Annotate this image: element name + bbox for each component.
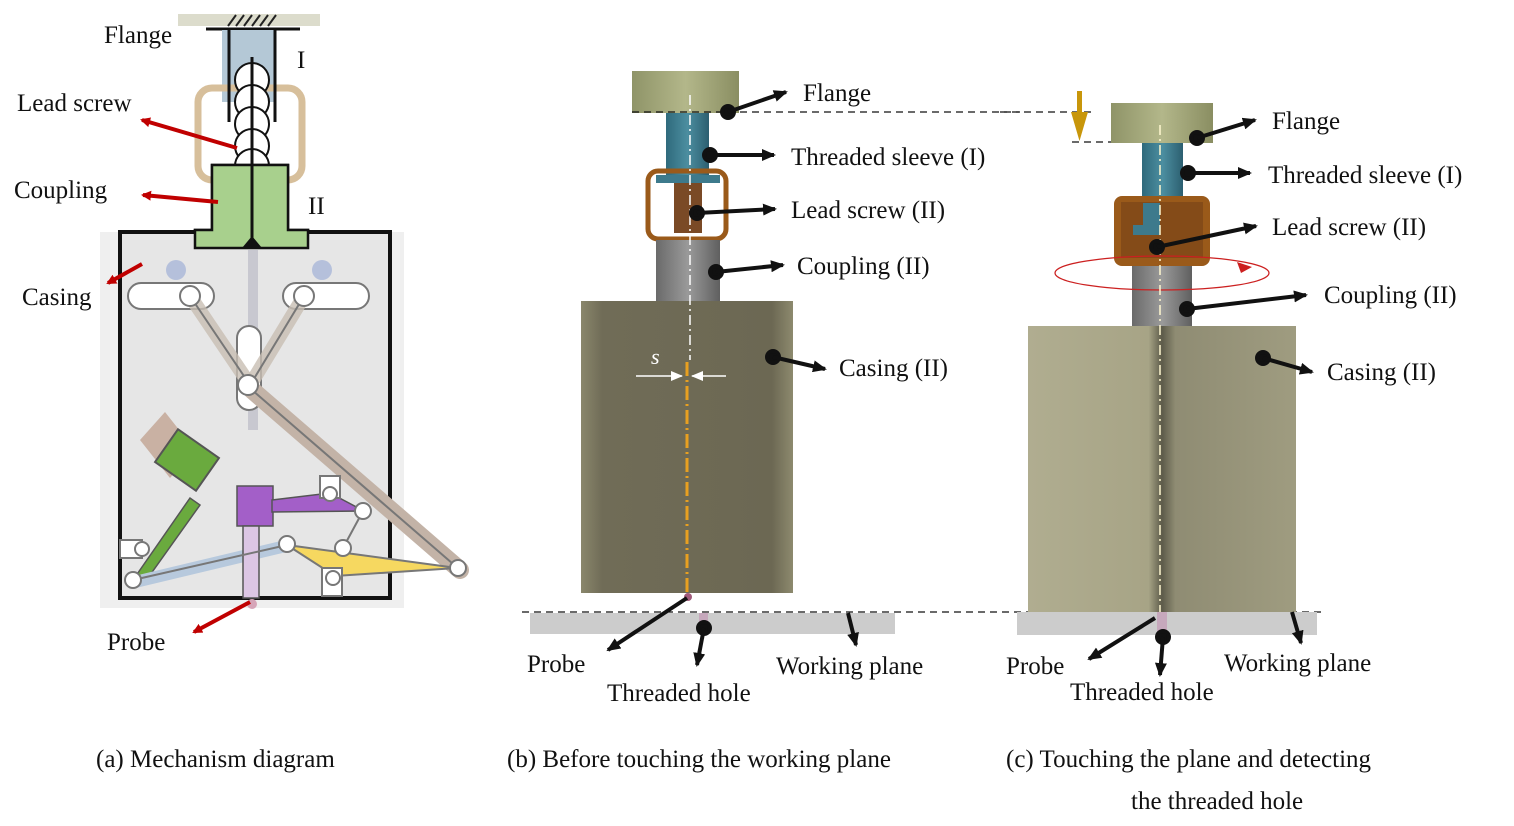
working-plane-b (530, 613, 895, 634)
ground-hatch-icon (227, 14, 277, 27)
flange-body (632, 71, 739, 113)
label-threaded-sleeve-b: Threaded sleeve (I) (791, 144, 985, 171)
pointer-arrows-c (1087, 117, 1314, 677)
label-flange: Flange (104, 22, 172, 49)
red-pointer-arrows (106, 117, 251, 634)
rotation-arrow-icon (1054, 255, 1270, 291)
label-working-plane-b: Working plane (776, 653, 923, 680)
label-threaded-hole-b: Threaded hole (607, 680, 751, 707)
purple-link (236, 485, 274, 527)
pointer-arrows-b (606, 90, 859, 667)
label-threaded-hole-c: Threaded hole (1070, 679, 1214, 706)
label-lead-screw: Lead screw (17, 90, 132, 117)
threaded-sleeve-body (666, 113, 709, 175)
coupling-body-c (1132, 266, 1192, 326)
down-arrow-icon (1071, 91, 1088, 141)
caption-b: (b) Before touching the working plane (507, 746, 891, 773)
green-link (153, 427, 221, 493)
label-lead-screw-b: Lead screw (II) (791, 197, 945, 224)
label-probe-c: Probe (1006, 653, 1064, 680)
casing-body-c (1028, 326, 1296, 612)
panel-c-touching-plane: Flange Threaded sleeve (I) Lead screw (I… (1000, 91, 1462, 815)
label-probe-b: Probe (527, 651, 585, 678)
label-coupling-c: Coupling (II) (1324, 282, 1457, 309)
label-lead-screw-c: Lead screw (II) (1272, 214, 1426, 241)
label-casing: Casing (22, 284, 92, 311)
caption-c-line1: (c) Touching the plane and detecting (1006, 746, 1372, 773)
panel-a-mechanism-diagram: Flange I Lead screw Coupling II Casing P… (14, 14, 469, 773)
label-coupling: Coupling (14, 177, 108, 204)
probe-rod (242, 525, 260, 599)
caption-c-line2: the threaded hole (1131, 788, 1303, 815)
lead-screw-frame (645, 168, 729, 242)
label-flange-c: Flange (1272, 108, 1340, 135)
label-working-plane-c: Working plane (1224, 650, 1371, 677)
label-coupling-b: Coupling (II) (797, 253, 930, 280)
panel-b-before-touching: s Flange Threaded sleeve (I) Lead screw … (507, 71, 1326, 773)
label-offset-s: s (651, 344, 660, 369)
label-casing-b: Casing (II) (839, 355, 948, 382)
label-probe: Probe (107, 629, 165, 656)
label-casing-c: Casing (II) (1327, 359, 1436, 386)
label-part-two: II (308, 193, 325, 220)
label-part-one: I (297, 47, 305, 74)
threaded-sleeve-body-c (1142, 143, 1183, 203)
label-threaded-sleeve-c: Threaded sleeve (I) (1268, 162, 1462, 189)
label-flange-b: Flange (803, 80, 871, 107)
caption-a: (a) Mechanism diagram (96, 746, 335, 773)
